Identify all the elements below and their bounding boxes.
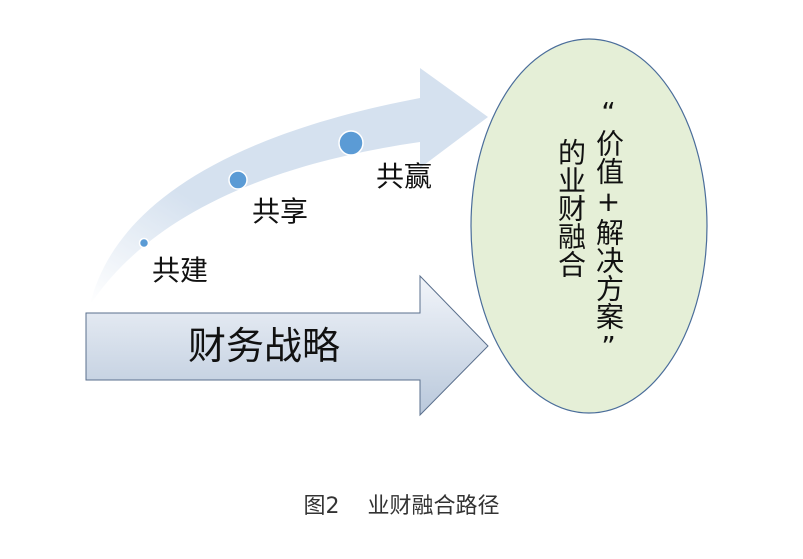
- label-co-win: 共赢: [376, 160, 433, 193]
- ellipse-text-column-right: “价值+解决方案”: [592, 96, 625, 363]
- progress-dot-small: [138, 237, 150, 249]
- label-co-build: 共建: [152, 254, 209, 287]
- straight-arrow: [85, 274, 489, 417]
- progress-dot-medium: [228, 170, 248, 190]
- ellipse-text-column-left: 的业财融合: [554, 138, 587, 278]
- figure-title: 业财融合路径: [367, 494, 500, 519]
- progress-dot-large: [338, 130, 364, 156]
- label-co-share: 共享: [252, 195, 309, 228]
- figure-caption: 图2 业财融合路径: [0, 488, 803, 520]
- curved-arrow: [90, 68, 488, 305]
- figure-number: 图2: [303, 494, 340, 519]
- label-financial-strategy: 财务战略: [188, 324, 341, 368]
- solution-ellipse: [470, 38, 708, 414]
